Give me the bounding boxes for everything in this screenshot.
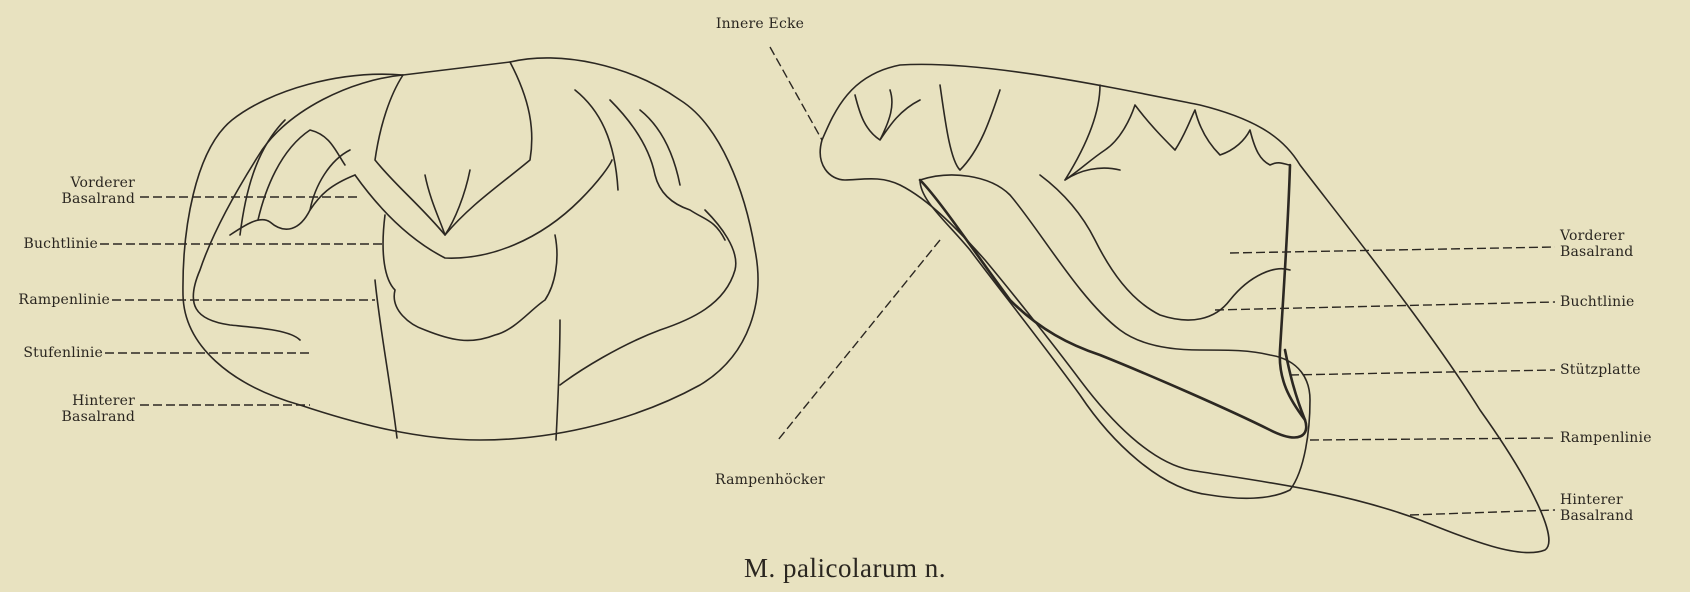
label-right-stuetzplatte: Stützplatte [1560,362,1680,378]
label-right-rampenlinie: Rampenlinie [1560,430,1680,446]
right-tooth-drawing [820,64,1549,552]
label-left-buchtlinie: Buchtlinie [0,236,98,252]
right-ridge-1 [1040,175,1290,320]
left-vertical-line [375,280,397,438]
leader-right-stuetzplatte [1290,370,1555,375]
leader-innere-ecke [770,47,822,140]
label-left-rampenlinie: Rampenlinie [0,292,110,308]
figure-caption: M. palicolarum n. [0,553,1690,584]
label-left-vorderer-basalrand: Vorderer Basalrand [20,175,135,207]
left-ridge-1 [240,120,285,235]
label-right-vorderer-basalrand: Vorderer Basalrand [1560,228,1680,260]
right-crown-serrations [855,85,1290,180]
center-leader-lines [770,47,940,440]
left-tooth-drawing [183,58,758,440]
leader-right-vorderer-basalrand [1230,247,1555,253]
left-v-notch [425,170,470,235]
leader-right-rampenlinie [1310,438,1555,440]
label-rampenhoecker: Rampenhöcker [690,472,850,488]
label-right-hinterer-basalrand: Hinterer Basalrand [1560,492,1680,524]
left-tooth-outline-2 [560,210,736,385]
label-left-hinterer-basalrand: Hinterer Basalrand [20,393,135,425]
label-right-buchtlinie: Buchtlinie [1560,294,1680,310]
left-central-cusp [375,62,532,235]
right-vertical-line [556,320,560,440]
leader-rampenhoecker [778,240,940,440]
right-tooth-outer-outline [820,64,1549,552]
label-left-stufenlinie: Stufenlinie [0,345,103,361]
left-ridge-3 [230,175,355,235]
right-inner-loop [920,175,1310,498]
left-leader-lines [100,197,385,405]
leader-right-buchtlinie [1215,302,1555,310]
right-side-ridge-2 [610,100,725,240]
right-leader-lines [1215,247,1555,515]
right-side-ridge-1 [575,90,618,190]
leader-right-hinterer-basalrand [1410,510,1555,515]
left-buchtlinie-curve [355,160,612,258]
left-ridge-2 [258,130,345,220]
left-tooth-outer-outline [183,58,758,440]
label-innere-ecke: Innere Ecke [690,16,830,32]
